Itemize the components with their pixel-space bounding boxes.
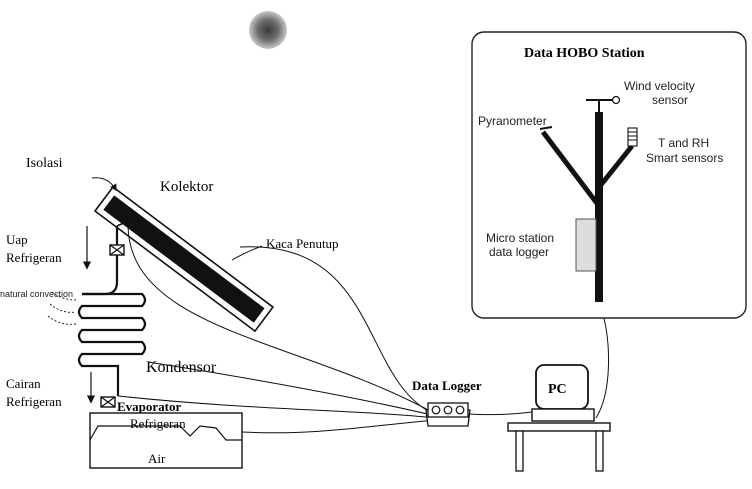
pyranometer-icon [539,126,553,130]
condenser-coil [77,292,147,396]
cairan-label-line2: Refrigeran [6,394,62,409]
upper-valve-icon [109,244,125,256]
evaporator-label: Evaporator [117,399,182,414]
trh-sensor-label-line1: T and RH [658,136,709,150]
refrigeran-label: Refrigeran [130,416,186,431]
isolasi-label: Isolasi [26,156,63,171]
pc-icon [531,364,595,422]
kaca-penutup-label: Kaca Penutup [266,236,339,251]
trh-sensor-label-line2: Smart sensors [646,151,723,165]
pyranometer-label: Pyranometer [478,114,547,128]
weather-mast [541,99,634,302]
data-logger-device [425,402,471,427]
kaca-penutup-pointer [231,245,263,261]
natural-convection-curves [47,291,77,325]
station-pc-cable [595,303,610,419]
uap-label-line1: Uap [6,232,28,247]
lower-valve-icon [100,396,116,408]
sun-icon [249,11,287,49]
hobo-station-title: Data HOBO Station [524,46,645,61]
micro-station-label-line1: Micro station [486,231,554,245]
desk [507,422,611,472]
natural-convection-label: natural convection [0,289,73,299]
logger-pc-cable [467,411,533,416]
wind-sensor-label-line1: Wind velocity [624,79,695,93]
uap-label-line2: Refrigeran [6,250,62,265]
data-logger-label: Data Logger [412,378,482,393]
collector-outlet-pipe [116,220,129,227]
micro-station-logger-box [575,218,597,272]
radiation-shield-icon [627,127,638,147]
sensor-cables [117,225,439,434]
wind-sensor-label-line2: sensor [652,93,688,107]
evaporator-tank [89,412,243,469]
anemometer-icon [611,95,621,105]
kolektor-label: Kolektor [160,179,213,195]
air-label: Air [148,451,166,466]
cairan-label-line1: Cairan [6,376,41,391]
isolasi-arrow [91,177,117,192]
micro-station-label-line2: data logger [489,245,549,259]
pc-label: PC [548,382,567,397]
collector-panel [93,185,275,333]
